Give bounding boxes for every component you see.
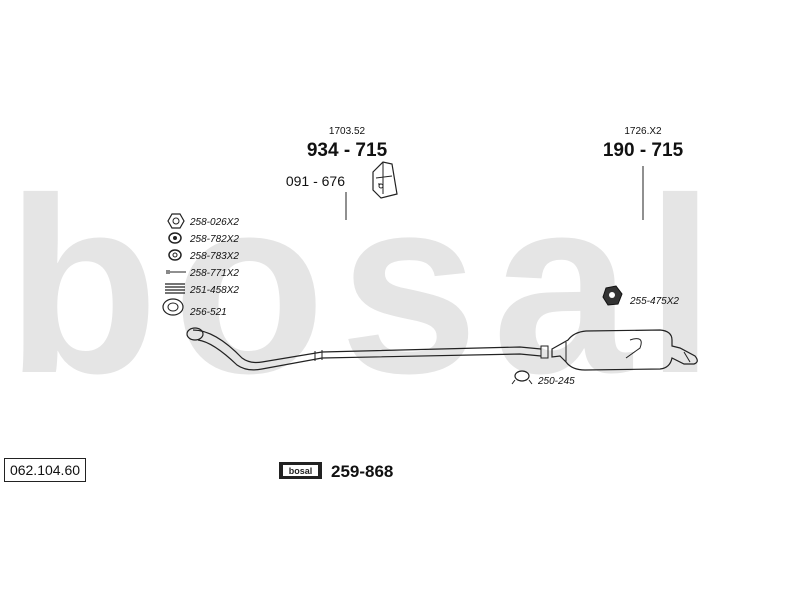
washer-icon <box>168 249 182 261</box>
spring-icon <box>165 283 185 294</box>
bosal-logo-icon: bosal <box>279 462 322 479</box>
part-number-091-676: 091 - 676 <box>286 173 345 189</box>
kit-logo-text: bosal <box>289 466 313 476</box>
kit-number-259-868: 259-868 <box>331 462 393 481</box>
hex-nut-icon <box>602 285 623 306</box>
catalog-number-box: 062.104.60 <box>4 458 86 482</box>
front-pipe <box>186 327 549 371</box>
clamp-icon <box>511 370 533 385</box>
washer-icon <box>168 232 182 244</box>
part-number-934-715: 934 - 715 <box>307 140 388 161</box>
mounting-bracket-icon <box>372 161 398 199</box>
part-label-255-475: 255-475X2 <box>629 296 679 307</box>
bosal-watermark: bosal <box>6 146 729 425</box>
nut-icon <box>167 213 185 229</box>
part-label-251-458: 251-458X2 <box>189 285 239 296</box>
part-label-258-771: 258-771X2 <box>189 268 239 279</box>
part-label-250-245: 250-245 <box>537 376 575 387</box>
part-number-190-715: 190 - 715 <box>603 140 684 161</box>
part-label-258-026: 258-026X2 <box>189 217 239 228</box>
gasket-ring-icon <box>162 298 184 316</box>
part-label-258-783: 258-783X2 <box>189 251 239 262</box>
part-label-258-782: 258-782X2 <box>189 234 239 245</box>
rear-silencer <box>551 329 698 371</box>
bolt-icon <box>166 270 186 274</box>
part-label-256-521: 256-521 <box>189 307 227 318</box>
part-ref-1703: 1703.52 <box>329 126 366 137</box>
part-ref-1726: 1726.X2 <box>624 126 662 137</box>
